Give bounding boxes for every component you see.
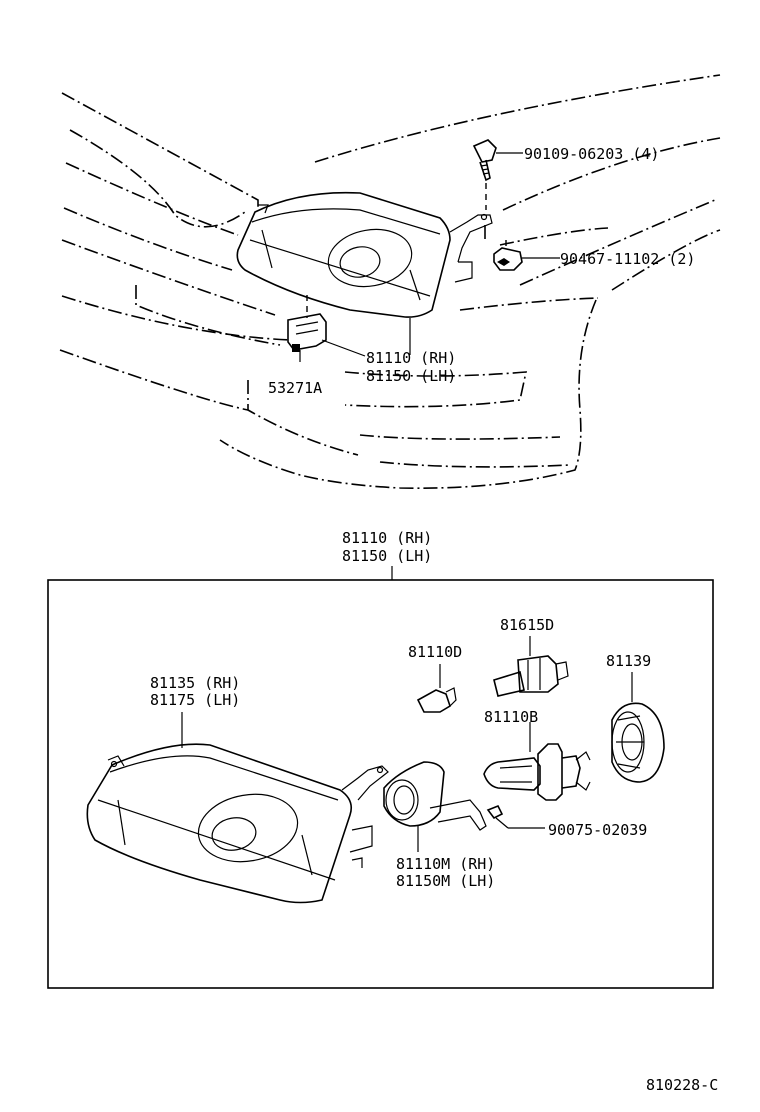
headlamp-assembly-top — [236, 191, 493, 318]
parts-box — [47, 579, 714, 989]
diagram-code: 810228-C — [646, 1076, 718, 1094]
reflector-socket-icon — [383, 761, 487, 852]
bolt-icon — [472, 139, 497, 210]
label-screw: 90075-02039 — [548, 821, 647, 839]
label-headlamp-lh-top: 81150 (LH) — [366, 367, 456, 385]
label-bulb-socket: 81615D — [500, 616, 554, 634]
label-headlamp-lh-box: 81150 (LH) — [342, 547, 432, 565]
label-bolt: 90109-06203 (4) — [524, 145, 659, 163]
screw-icon — [486, 804, 545, 829]
label-reflector-lh: 81150M (LH) — [396, 872, 495, 890]
headlamp-lens-housing — [86, 743, 389, 904]
label-clip-nut: 90467-11102 (2) — [560, 250, 695, 268]
label-headlamp-rh-box: 81110 (RH) — [342, 529, 432, 547]
label-socket: 53271A — [268, 379, 322, 397]
label-reflector-rh: 81110M (RH) — [396, 855, 495, 873]
label-lens-lh: 81175 (LH) — [150, 691, 240, 709]
vehicle-body-outline — [59, 74, 721, 489]
small-bulb-icon — [416, 664, 457, 713]
clip-nut-icon — [493, 240, 523, 271]
label-cap: 81139 — [606, 652, 651, 670]
socket-connector-icon — [287, 295, 327, 362]
bulb-socket-icon — [493, 636, 569, 697]
label-headlamp-rh-top: 81110 (RH) — [366, 349, 456, 367]
label-bulb-main: 81110B — [484, 708, 538, 726]
label-lens-rh: 81135 (RH) — [150, 674, 240, 692]
main-halogen-bulb-icon — [483, 722, 591, 801]
bulb-cover-cap-icon — [611, 672, 665, 783]
label-bulb-small: 81110D — [408, 643, 462, 661]
